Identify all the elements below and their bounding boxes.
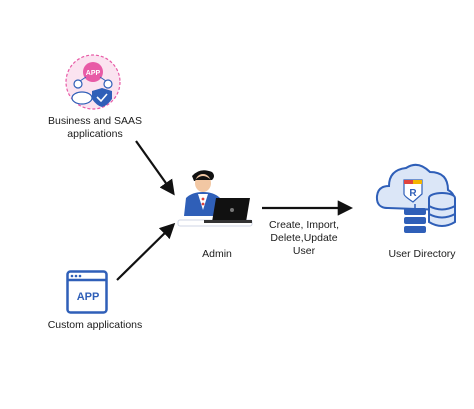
arrow-business-to-admin xyxy=(135,140,175,196)
custom-app-label: Custom applications xyxy=(47,319,143,331)
business-saas-node: APP xyxy=(62,52,124,112)
business-badge: APP xyxy=(86,70,101,77)
user-directory-label: User Directory xyxy=(388,248,456,260)
cloud-database-icon: R xyxy=(375,163,456,233)
admin-person-laptop-icon xyxy=(177,170,253,227)
custom-app-node: APP xyxy=(66,270,108,314)
admin-node xyxy=(176,168,254,236)
admin-label: Admin xyxy=(202,248,232,260)
business-saas-icon: APP xyxy=(65,54,121,110)
business-label-line1: Business and SAAS xyxy=(48,115,142,127)
edge-label-line3: User xyxy=(292,245,316,257)
user-directory-node: R xyxy=(374,150,460,242)
edge-label-admin-to-directory: Create, Import, Delete,Update User xyxy=(254,219,354,258)
edge-label-line1: Create, Import, xyxy=(268,219,340,231)
business-saas-label: Business and SAAS applications xyxy=(30,115,160,141)
app-window-icon: APP xyxy=(66,270,108,314)
arrow-custom-to-admin xyxy=(116,222,176,281)
edge-label-line2: Delete,Update xyxy=(270,232,338,244)
custom-app-badge: APP xyxy=(77,291,100,303)
business-label-line2: applications xyxy=(67,128,123,140)
directory-badge: R xyxy=(409,188,417,199)
